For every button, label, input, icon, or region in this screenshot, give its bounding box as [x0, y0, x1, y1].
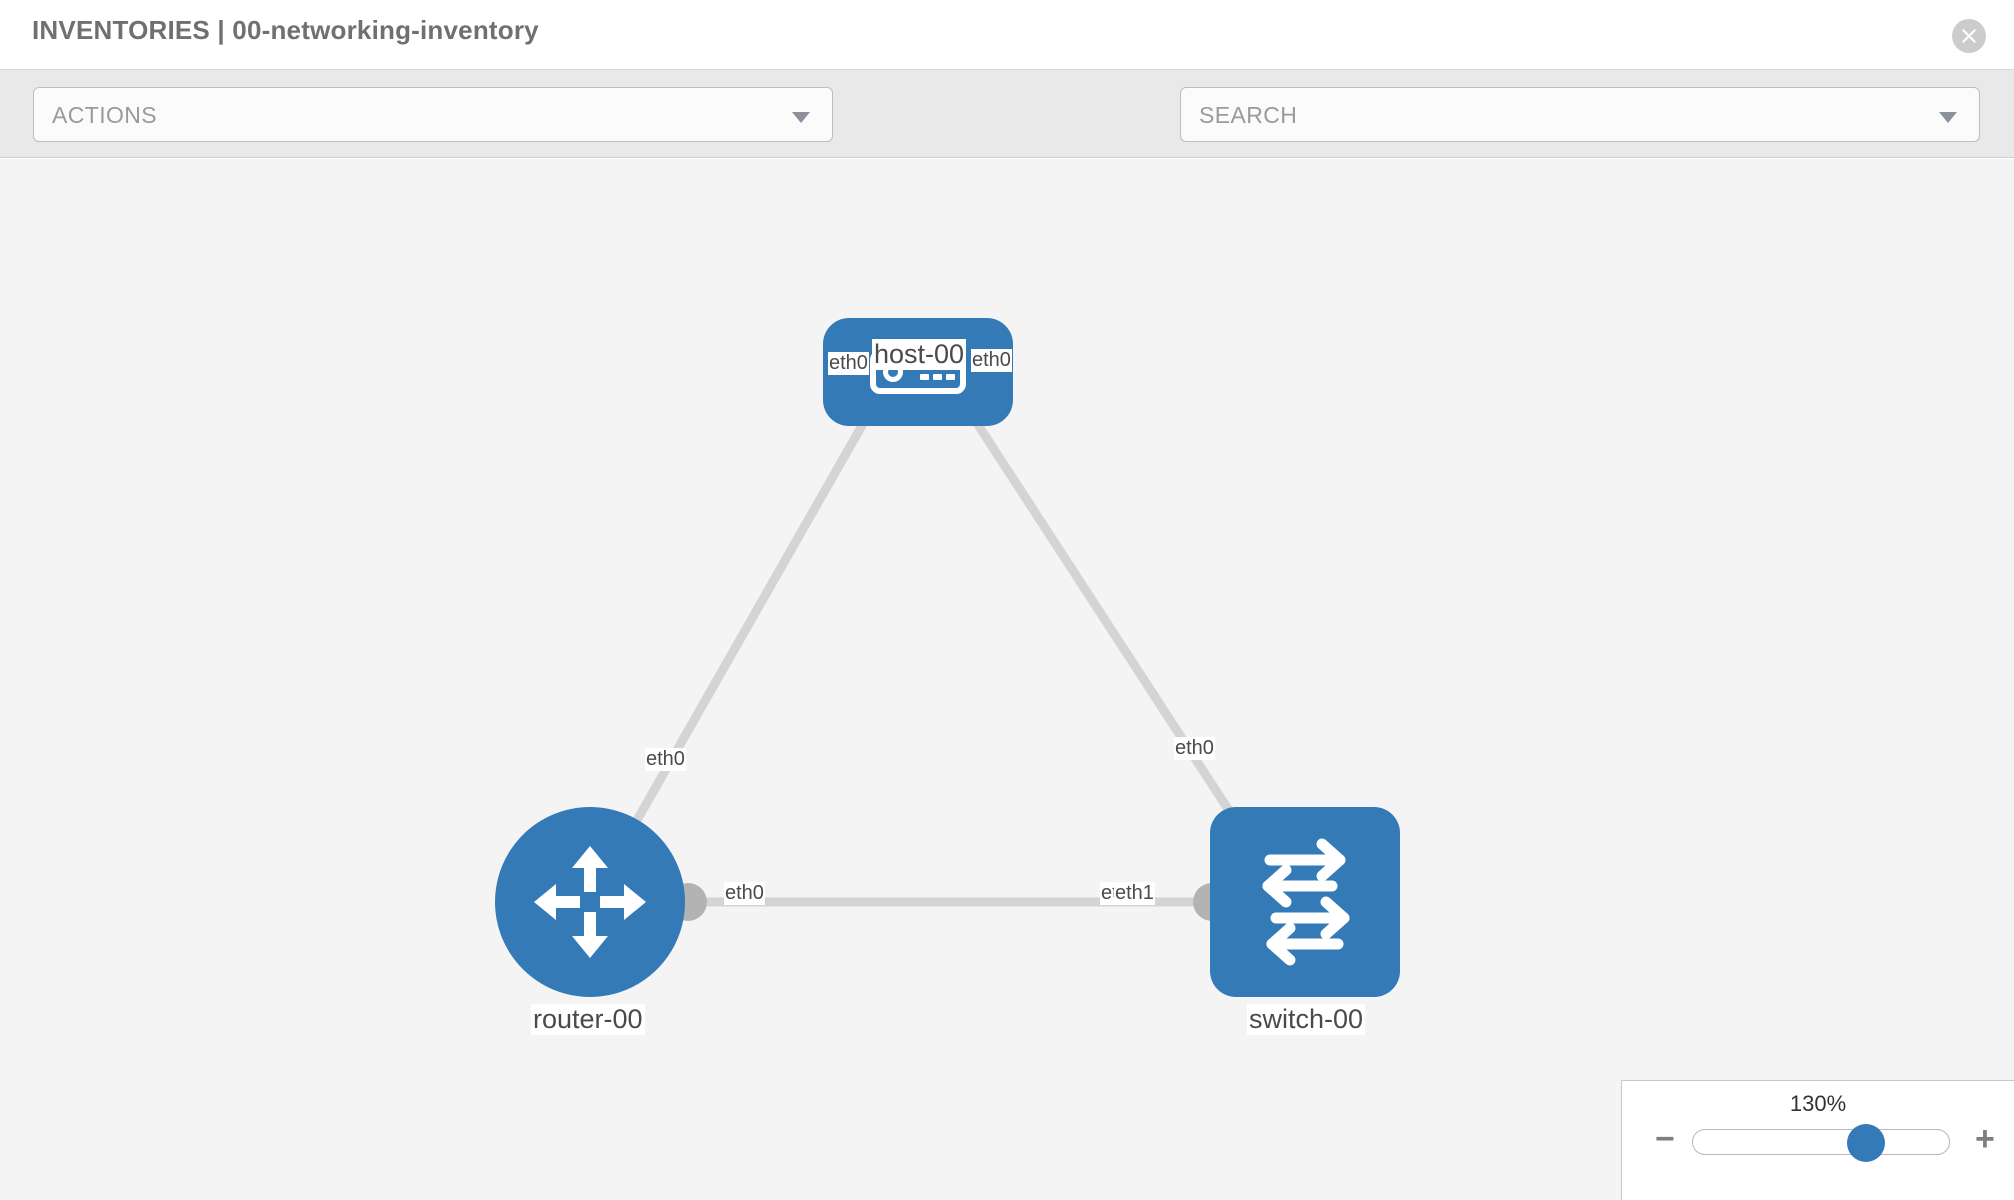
zoom-in-button[interactable]: +: [1975, 1120, 1995, 1158]
close-icon[interactable]: [1952, 19, 1986, 53]
toolbar: ACTIONS SEARCH: [0, 70, 2014, 205]
chevron-down-icon: [792, 112, 810, 123]
topology-edges: [607, 372, 1259, 921]
page-title: INVENTORIES | 00-networking-inventory: [32, 15, 539, 45]
edge-connectors: [669, 372, 1251, 921]
edge-label-host-left: eth0: [828, 352, 869, 375]
node-label-host-00: host-00: [872, 339, 967, 370]
node-router-00[interactable]: [495, 807, 685, 997]
search-placeholder: SEARCH: [1199, 102, 1298, 128]
switch-arrows-icon: [1262, 838, 1350, 966]
edge-host-router: [607, 389, 885, 869]
page-header: INVENTORIES | 00-networking-inventory: [0, 0, 2014, 70]
topology-canvas[interactable]: host-00 router-00 switch-00 eth0 eth0 et…: [0, 159, 2014, 1200]
edge-label-switch-upper: eth0: [1174, 737, 1215, 760]
search-input[interactable]: SEARCH: [1180, 87, 1980, 142]
node-label-router-00: router-00: [531, 1004, 645, 1035]
edge-lines: [607, 389, 1259, 907]
edge-label-switch-left-b: eth1: [1114, 882, 1155, 905]
zoom-slider-thumb[interactable]: [1847, 1124, 1885, 1162]
actions-dropdown-label: ACTIONS: [52, 102, 158, 128]
actions-dropdown[interactable]: ACTIONS: [33, 87, 833, 142]
close-x-glyph: [1962, 29, 1976, 43]
node-switch-00[interactable]: [1210, 807, 1400, 997]
zoom-control-panel: 130% − +: [1621, 1080, 2014, 1200]
zoom-slider-track[interactable]: [1692, 1124, 1950, 1162]
router-arrows-icon: [534, 846, 646, 958]
edge-label-host-right: eth0: [971, 349, 1012, 372]
edge-label-router-upper: eth0: [645, 748, 686, 771]
zoom-out-button[interactable]: −: [1655, 1120, 1675, 1158]
node-label-switch-00: switch-00: [1247, 1004, 1366, 1035]
zoom-level-value: 130%: [1789, 1091, 1847, 1116]
chevron-down-icon: [1939, 112, 1957, 123]
edge-label-router-right: eth0: [724, 882, 765, 905]
edge-host-switch: [953, 389, 1259, 854]
